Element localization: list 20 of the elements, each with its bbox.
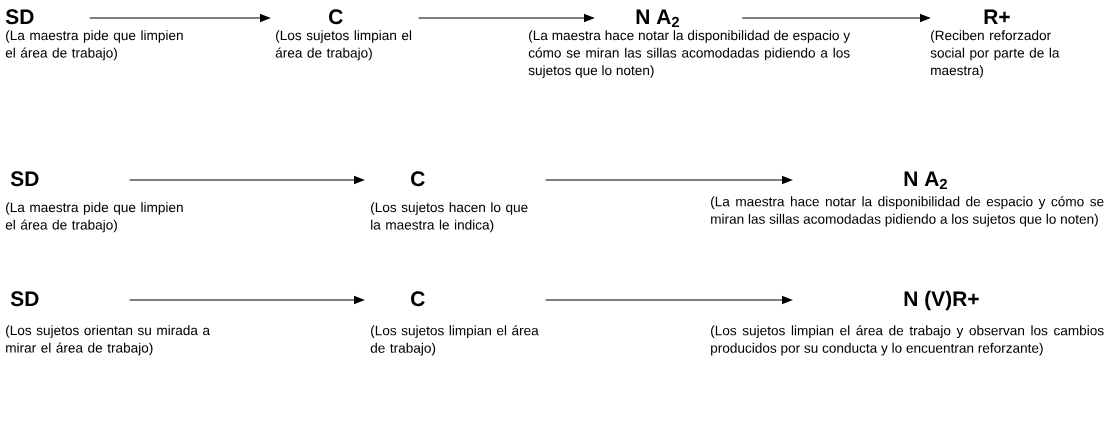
symbol-label: C: [329, 9, 343, 25]
description-text: (Los sujetos limpian el área de trabajo): [275, 30, 412, 61]
description-text: (La maestra pide que limpien el área de trabajo): [5, 202, 183, 233]
description-text: (Los sujetos hacen lo que la maestra le indica): [371, 202, 528, 233]
symbol-label: C: [411, 171, 425, 187]
description-text: (Reciben reforzador social por parte de la maestra): [930, 30, 1060, 78]
description-text: (Los sujetos orientan su mirada a mirar el área de trabajo): [6, 325, 210, 356]
description-text: (Los sujetos limpian el área de trabajo): [370, 325, 539, 356]
description-text: (La maestra hace notar la disponibilidad de espacio y cómo se miran las sillas acomodadas pidiendo a los sujetos que lo noten): [528, 30, 851, 78]
symbol-label: SD: [5, 9, 34, 25]
symbol-label: N A$_{2}$: [904, 171, 947, 190]
symbol-label: SD: [10, 171, 39, 187]
symbol-label: N A$_{2}$: [636, 9, 679, 28]
symbol-label: C: [411, 291, 425, 307]
symbol-label: SD: [10, 291, 39, 307]
description-text: (La maestra pide que limpien el área de trabajo): [5, 30, 183, 61]
description-text: (Los sujetos limpian el área de trabajo y observan los cambios producidos por su conducta y lo encuentran reforzante): [711, 325, 1104, 356]
symbol-label: N (V)R+: [904, 290, 979, 311]
symbol-label: R+: [984, 9, 1010, 24]
description-text: (La maestra hace notar la disponibilidad de espacio y cómo se miran las sillas acomodadas pidiendo a los sujetos que lo noten): [711, 196, 1104, 227]
